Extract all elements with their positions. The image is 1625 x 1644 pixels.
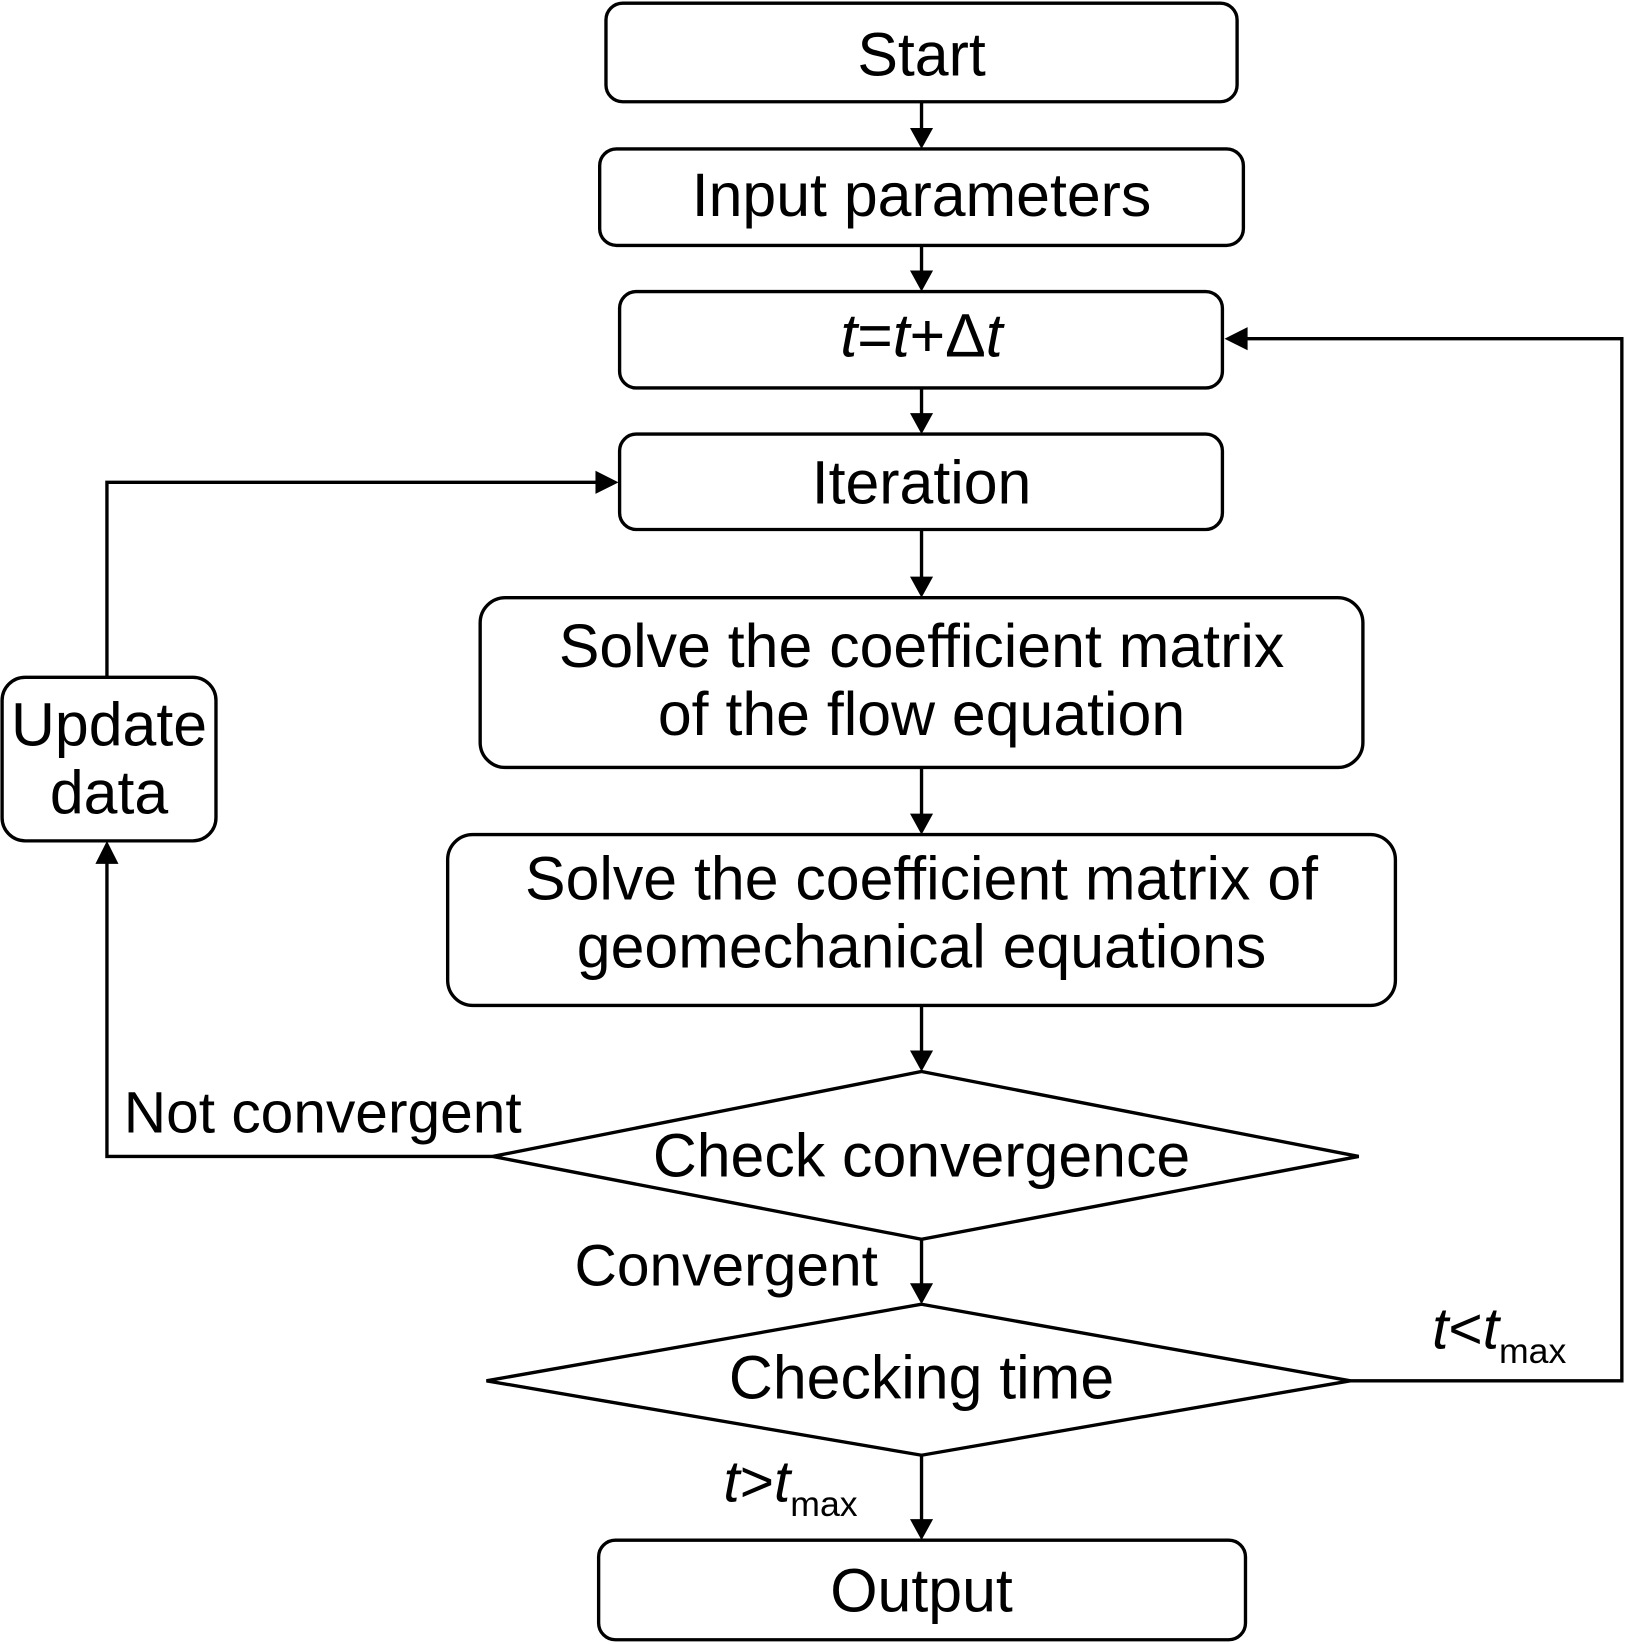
arrowhead-timestep-loop (1224, 327, 1248, 351)
var-t: t (774, 1449, 793, 1514)
var-t: t (840, 302, 859, 370)
edge-not-convergent-update (105, 861, 493, 1159)
edge-time-loop (1245, 337, 1624, 1383)
edges (95, 101, 1624, 1541)
subscript-max: max (790, 1484, 857, 1524)
less-than-sign: < (1448, 1296, 1482, 1361)
node-timestep-label: t=t+Δt (840, 302, 1004, 370)
equals-sign: = (857, 302, 893, 370)
decision-checking-time[interactable]: Checking time (486, 1302, 1351, 1457)
node-output[interactable]: Output (596, 1538, 1248, 1642)
subscript-max: max (1499, 1331, 1566, 1371)
arrowhead-update (95, 840, 119, 864)
var-t: t (723, 1449, 742, 1514)
var-t: t (1483, 1296, 1502, 1361)
node-start[interactable]: Start (604, 1, 1239, 104)
decision-check-convergence[interactable]: Check convergence (492, 1069, 1360, 1241)
node-update-line1: Update (11, 690, 207, 758)
greater-than-sign: > (740, 1449, 774, 1514)
var-t: t (986, 302, 1005, 370)
node-flow-line1: Solve the coefficient matrix (559, 612, 1284, 680)
var-t: t (893, 302, 912, 370)
node-timestep[interactable]: t=t+Δt (617, 289, 1225, 390)
node-solve-geomechanics[interactable]: Solve the coefficient matrix of geomecha… (445, 832, 1398, 1008)
label-t-greater-tmax: t>tmax (723, 1449, 857, 1524)
arrowhead-checkconv (910, 1050, 934, 1072)
arrowhead-input (910, 127, 934, 149)
node-update-line2: data (50, 759, 169, 827)
arrowhead-geomech (910, 813, 934, 835)
arrowhead-output (910, 1519, 934, 1541)
label-not-convergent: Not convergent (124, 1080, 522, 1145)
node-input-label: Input parameters (692, 161, 1152, 229)
node-update-data[interactable]: Update data (0, 675, 218, 843)
arrowhead-checktime (910, 1283, 934, 1305)
node-iteration-label: Iteration (812, 448, 1032, 516)
plus-delta: +Δ (910, 302, 986, 370)
node-start-label: Start (857, 21, 986, 89)
edge-update-iteration (105, 480, 600, 678)
decision-checking-time-label: Checking time (729, 1344, 1114, 1412)
node-iteration[interactable]: Iteration (617, 432, 1225, 532)
node-flow-line2: of the flow equation (658, 680, 1185, 748)
arrowhead-timestep (910, 270, 934, 292)
label-t-less-tmax: t<tmax (1432, 1296, 1566, 1371)
arrowhead-iteration-loop (595, 470, 619, 494)
arrowhead-flow (910, 576, 934, 598)
node-output-label: Output (830, 1556, 1013, 1624)
node-input-parameters[interactable]: Input parameters (598, 147, 1246, 248)
decision-check-convergence-label: Check convergence (653, 1121, 1190, 1189)
var-t: t (1432, 1296, 1451, 1361)
node-geomech-line1: Solve the coefficient matrix of (525, 845, 1318, 913)
node-solve-flow[interactable]: Solve the coefficient matrix of the flow… (478, 595, 1365, 770)
node-geomech-line2: geomechanical equations (577, 913, 1267, 981)
arrowhead-iteration (910, 413, 934, 435)
label-convergent: Convergent (575, 1233, 878, 1298)
